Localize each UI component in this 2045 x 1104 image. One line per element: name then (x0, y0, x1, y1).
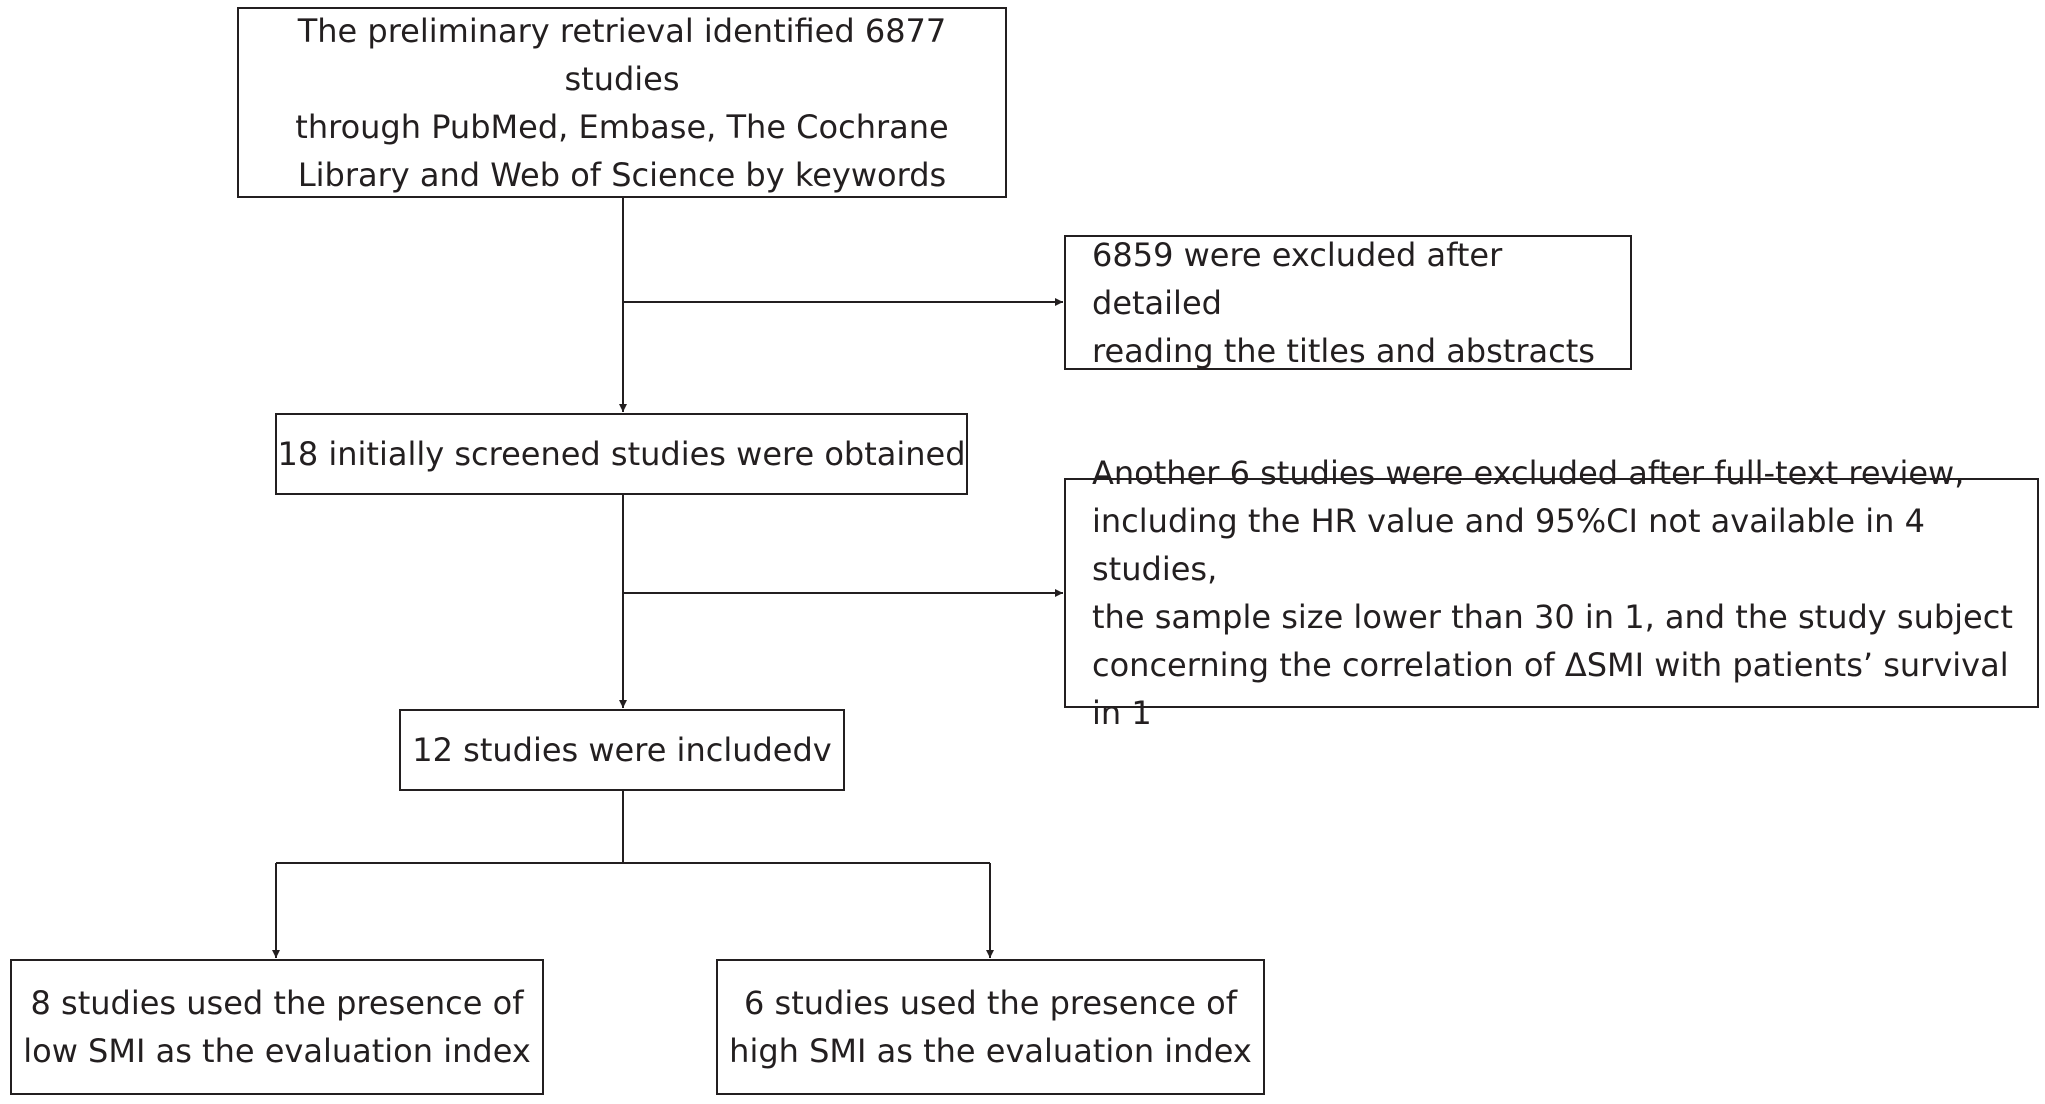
low-smi-box: 8 studies used the presence of low SMI a… (10, 959, 544, 1095)
screened-text: 18 initially screened studies were obtai… (277, 435, 966, 473)
retrieval-box: The preliminary retrieval identified 687… (237, 7, 1007, 198)
excluded-titles-text: 6859 were excluded after detailed readin… (1092, 235, 1595, 370)
excluded-fulltext-box: Another 6 studies were excluded after fu… (1064, 454, 2039, 732)
low-smi-text: 8 studies used the presence of low SMI a… (23, 984, 531, 1070)
screened-box: 18 initially screened studies were obtai… (275, 413, 968, 495)
included-box: 12 studies were includedv (399, 709, 845, 791)
retrieval-text: The preliminary retrieval identified 687… (295, 11, 949, 194)
excluded-titles-box: 6859 were excluded after detailed readin… (1064, 235, 1632, 370)
high-smi-box: 6 studies used the presence of high SMI … (716, 959, 1265, 1095)
excluded-fulltext-text: Another 6 studies were excluded after fu… (1092, 454, 2013, 732)
included-text: 12 studies were includedv (412, 731, 832, 769)
high-smi-text: 6 studies used the presence of high SMI … (729, 984, 1252, 1070)
